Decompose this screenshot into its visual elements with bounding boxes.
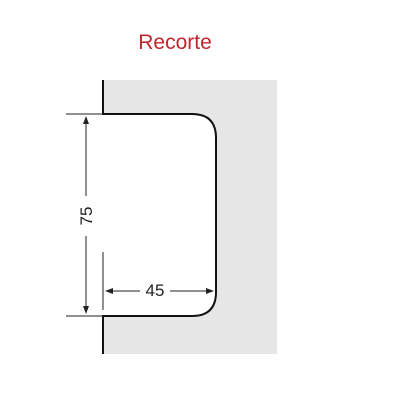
width-label-gap: [140, 280, 170, 298]
height-dimension-label: 75: [77, 207, 96, 226]
height-label-gap: [79, 196, 93, 236]
cutout-outline: [102, 80, 217, 354]
diagram-title: Recorte: [138, 31, 212, 54]
panel-shape: [103, 80, 277, 354]
width-dimension-label: 45: [146, 281, 165, 300]
